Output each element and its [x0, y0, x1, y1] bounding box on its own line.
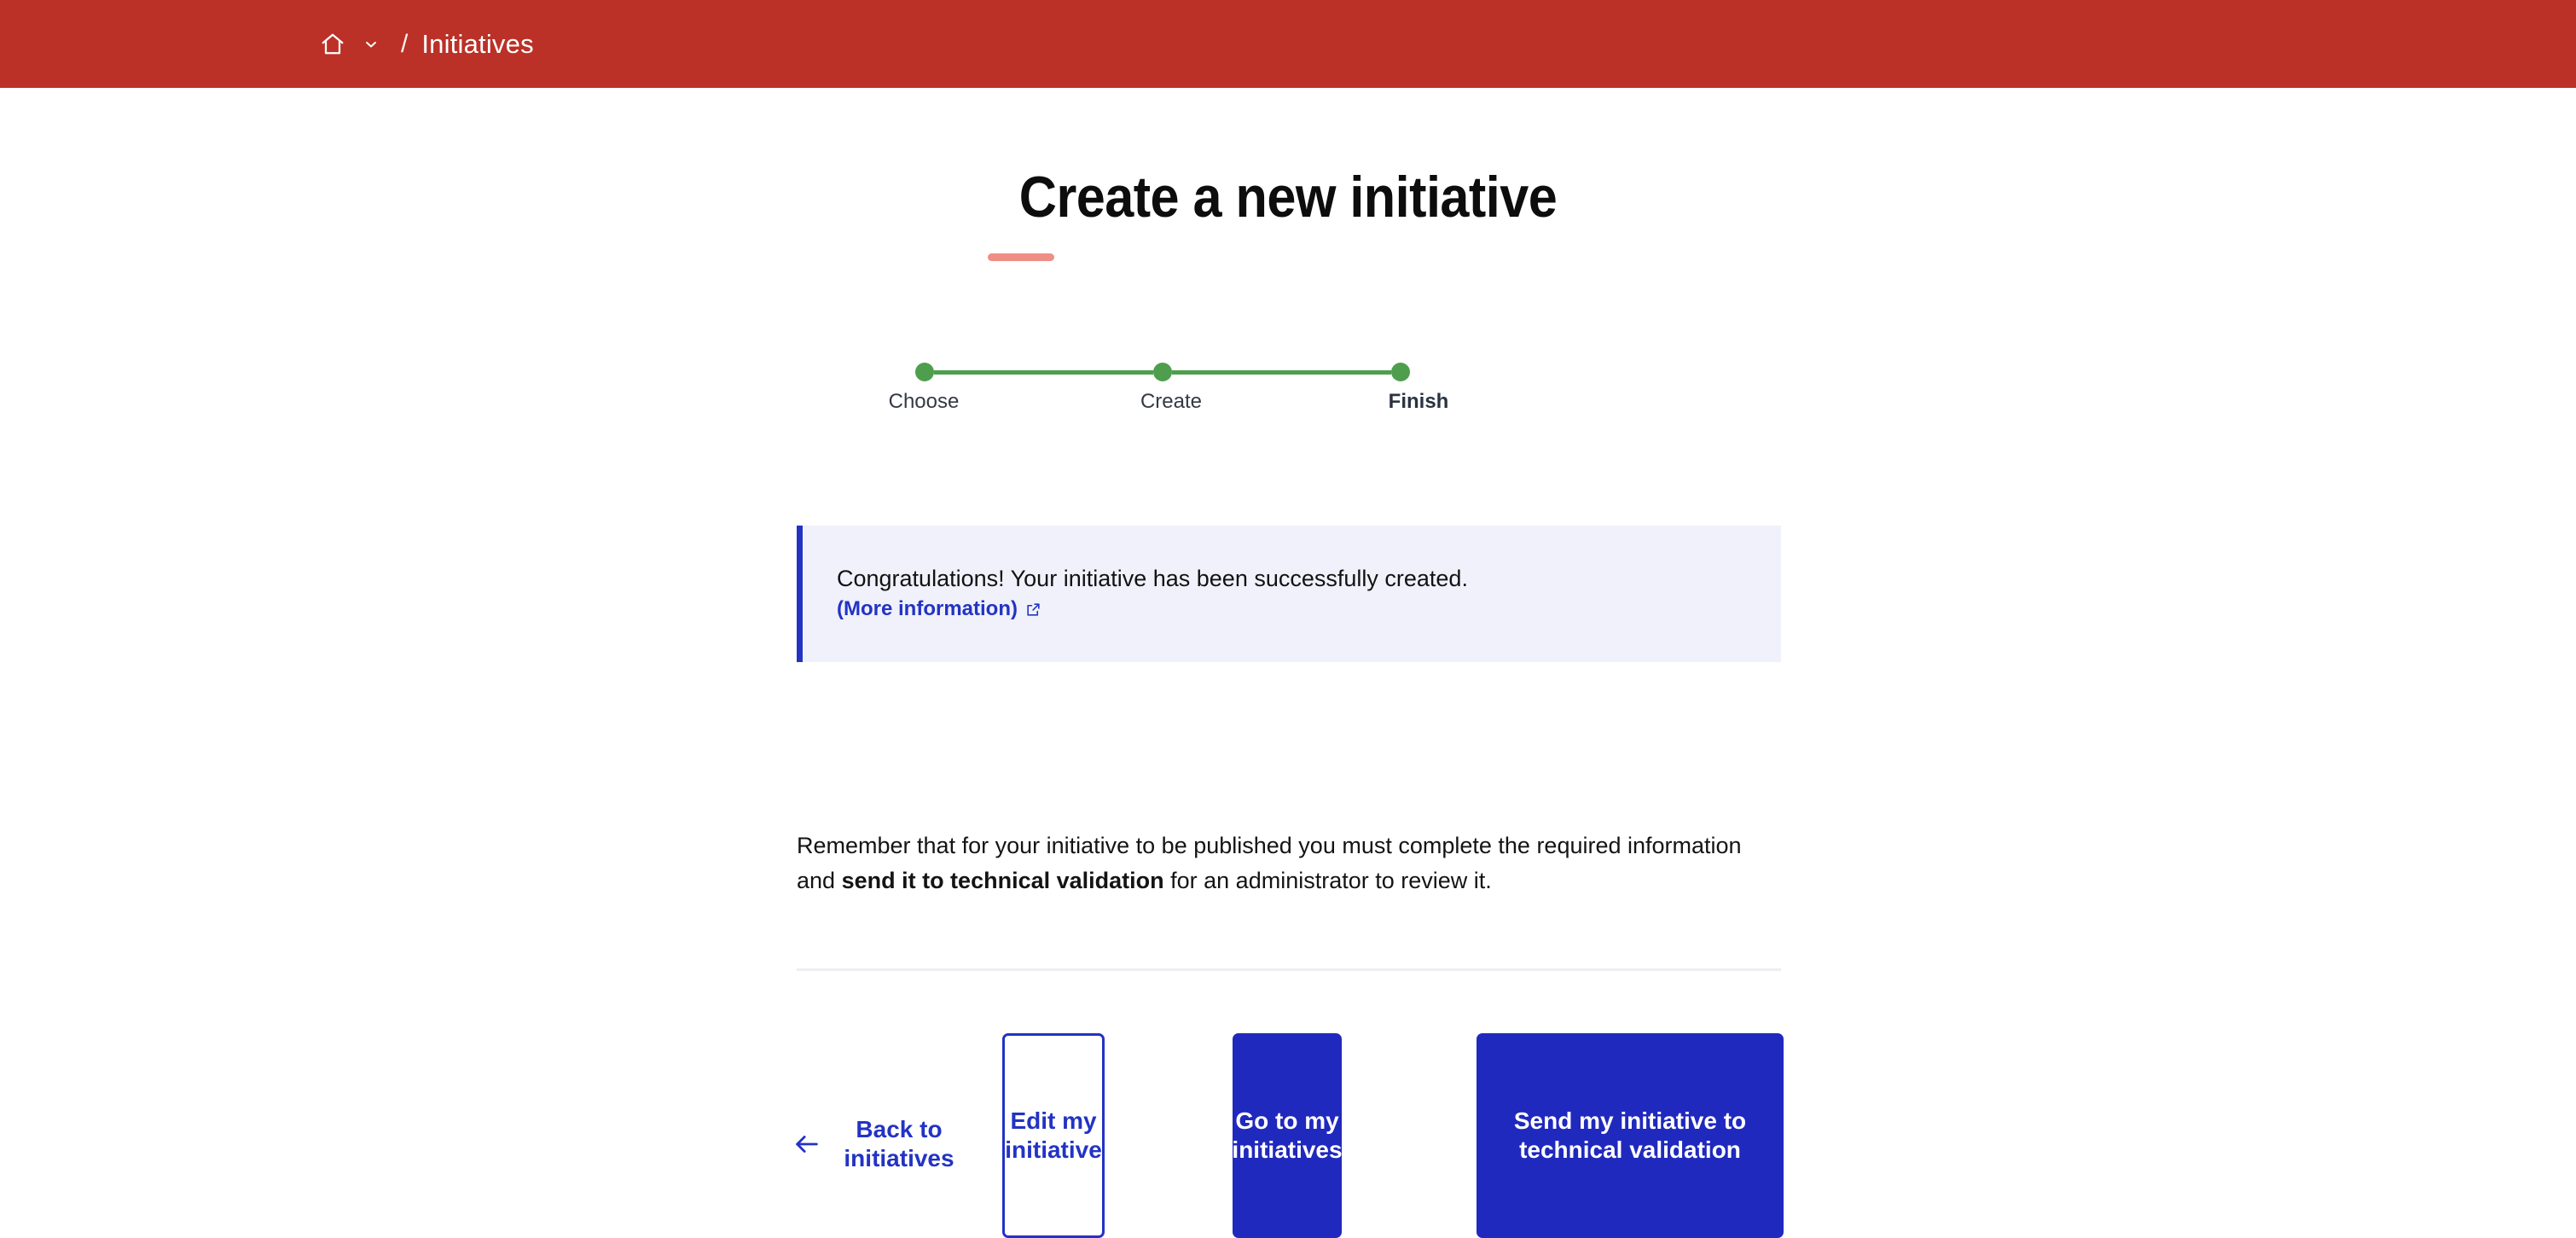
title-underline-accent — [988, 253, 1054, 261]
external-link-icon[interactable] — [1025, 602, 1041, 618]
instruction-paragraph: Remember that for your initiative to be … — [797, 828, 1786, 898]
arrow-left-icon-glyph — [796, 1136, 818, 1153]
stepper-dot-create[interactable] — [1153, 363, 1172, 381]
stepper-label-finish[interactable]: Finish — [1388, 390, 1449, 413]
action-button-row: Back to initiatives Edit my initiative G… — [796, 1033, 1786, 1238]
breadcrumb-current-initiatives[interactable]: Initiatives — [421, 29, 534, 59]
callout-link-row: (More information) — [837, 596, 1781, 623]
stepper-dot-choose[interactable] — [915, 363, 934, 381]
stepper-dot-finish[interactable] — [1391, 363, 1410, 381]
go-to-my-initiatives-button[interactable]: Go to my initiatives — [1232, 1033, 1343, 1238]
arrow-left-icon — [792, 1130, 821, 1159]
instruction-text-part1: Remember that for your initiative to be … — [797, 833, 1742, 893]
section-divider — [797, 968, 1781, 971]
breadcrumb: / Initiatives — [314, 26, 534, 63]
send-to-technical-validation-button[interactable]: Send my initiative to technical validati… — [1477, 1033, 1784, 1238]
stepper-connector-1 — [934, 369, 1153, 375]
back-to-initiatives-label: Back to initiatives — [844, 1116, 954, 1171]
page-title-wrap: Create a new initiative — [0, 166, 2576, 229]
instruction-text-part2: for an administrator to review it. — [1163, 868, 1492, 893]
more-information-link[interactable]: (More information) — [837, 597, 1018, 620]
back-to-initiatives-link[interactable]: Back to initiatives — [792, 1115, 963, 1173]
stepper-label-choose[interactable]: Choose — [888, 390, 960, 413]
chevron-down-icon-glyph — [366, 41, 376, 47]
stepper-label-create[interactable]: Create — [1140, 390, 1203, 413]
edit-my-initiative-button[interactable]: Edit my initiative — [1002, 1033, 1105, 1238]
external-link-icon-glyph — [1027, 602, 1040, 616]
stepper-connector-2 — [1172, 369, 1391, 375]
breadcrumb-separator: / — [401, 29, 409, 58]
home-icon-glyph — [322, 33, 344, 54]
home-icon[interactable] — [314, 26, 351, 63]
page-title: Create a new initiative — [1018, 165, 1558, 230]
page-content: Create a new initiative Choose Create Fi… — [0, 88, 2576, 1238]
instruction-text-emphasis: send it to technical validation — [841, 868, 1164, 893]
success-callout: Congratulations! Your initiative has bee… — [797, 526, 1781, 662]
stepper-track — [915, 361, 1410, 383]
progress-stepper: Choose Create Finish — [889, 361, 1448, 421]
callout-message: Congratulations! Your initiative has bee… — [837, 566, 1468, 591]
stepper-labels: Choose Create Finish — [864, 389, 1461, 415]
chevron-down-icon[interactable] — [357, 26, 386, 63]
top-navigation-bar: / Initiatives — [0, 0, 2576, 88]
